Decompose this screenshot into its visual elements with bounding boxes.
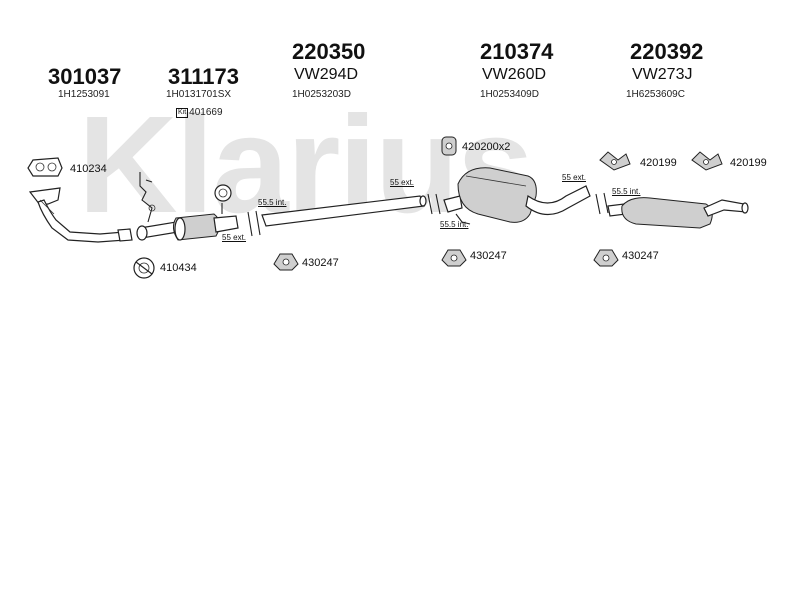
- kit-code: 401669: [189, 107, 223, 118]
- joint-marks-2-icon: [427, 193, 441, 215]
- part-code-210374: 1H0253409D: [480, 89, 539, 100]
- dimension-5: 55 ext.: [562, 173, 587, 182]
- hanger-a-icon: [599, 151, 631, 171]
- ref-mount-2: 430247: [470, 250, 507, 262]
- ref-hanger-b: 420199: [730, 157, 767, 169]
- dimension-2: 55 ext.: [222, 233, 247, 242]
- dimension-4: 55.5 int.: [440, 220, 469, 229]
- mount-2-icon: [441, 249, 467, 267]
- part-number-220392: 220392: [630, 39, 704, 64]
- sensor-boss-icon: [214, 184, 232, 214]
- kit-label: Kit: [176, 108, 189, 118]
- ref-hanger-set: 420200x2: [462, 141, 511, 153]
- hanger-set-icon: [441, 136, 457, 156]
- joint-marks-1-icon: [247, 210, 261, 237]
- middle-pipe-icon: [261, 195, 427, 227]
- mount-1-icon: [273, 253, 299, 271]
- part-code-311173: 1H0131701SX: [166, 89, 232, 100]
- catalytic-converter-icon: [136, 213, 239, 241]
- center-silencer-icon: [443, 167, 591, 225]
- hanger-b-icon: [691, 151, 723, 171]
- ref-mount-3: 430247: [622, 250, 659, 262]
- part-number-220350: 220350: [292, 39, 366, 64]
- mount-3-icon: [593, 249, 619, 267]
- clamp-ring-icon: [133, 257, 155, 279]
- dimension-1: 55.5 int.: [258, 198, 287, 207]
- dimension-3: 55 ext.: [390, 178, 415, 187]
- ref-clamp-ring: 410434: [160, 262, 197, 274]
- ref-hanger-a: 420199: [640, 157, 677, 169]
- front-gasket-icon: [27, 157, 63, 177]
- dimension-6: 55.5 int.: [612, 187, 641, 196]
- ref-mount-1: 430247: [302, 257, 339, 269]
- ref-front-gasket: 410234: [70, 163, 107, 175]
- part-number-311173: 311173: [168, 64, 239, 89]
- part-code-301037: 1H1253091: [58, 89, 110, 100]
- joint-marks-3-icon: [595, 192, 609, 215]
- sensor-bracket-icon: [139, 172, 156, 223]
- oe-code-210374: VW260D: [482, 66, 547, 83]
- part-code-220392: 1H6253609C: [626, 89, 685, 100]
- front-pipe-icon: [28, 187, 133, 243]
- rear-silencer-icon: [607, 197, 749, 229]
- oe-code-220350: VW294D: [294, 66, 359, 83]
- part-number-301037: 301037: [48, 64, 122, 89]
- oe-code-220392: VW273J: [632, 66, 693, 83]
- part-number-210374: 210374: [480, 39, 554, 64]
- part-code-220350: 1H0253203D: [292, 89, 351, 100]
